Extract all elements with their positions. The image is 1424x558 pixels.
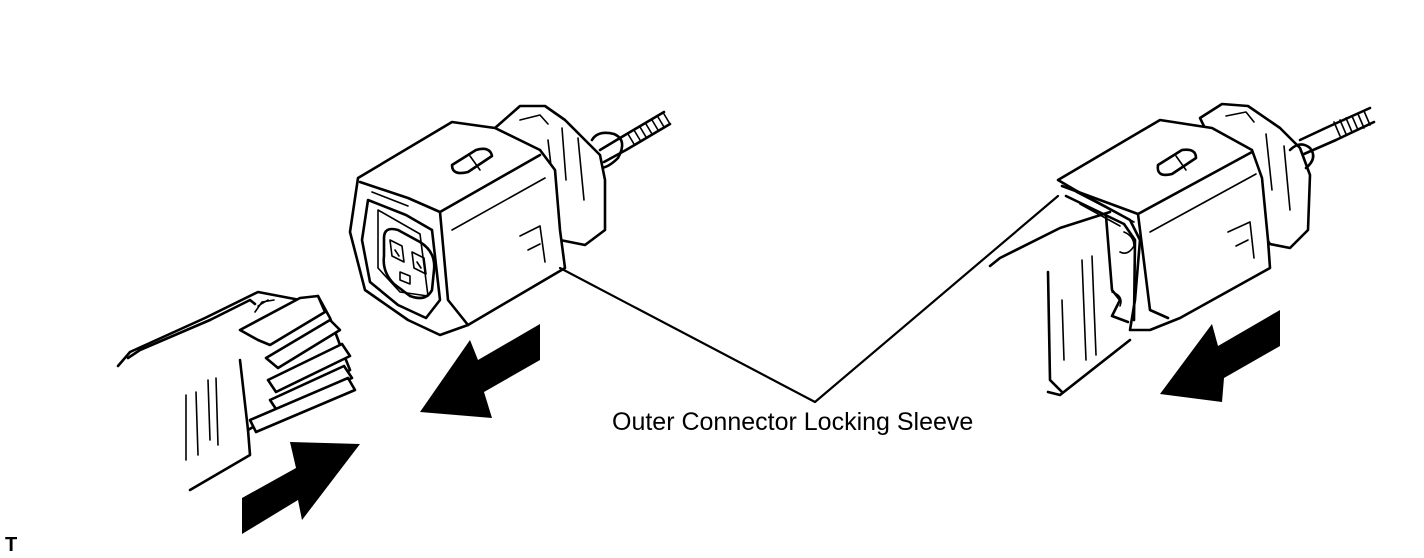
- arrow-left-right: [1160, 310, 1280, 402]
- female-connector-left: [348, 104, 672, 337]
- callout-leader-line: [558, 194, 1060, 404]
- arrow-left-center: [420, 324, 540, 418]
- male-connector-left: [116, 290, 357, 492]
- callout-label: Outer Connector Locking Sleeve: [612, 408, 974, 436]
- assembled-connector-right: [988, 102, 1376, 397]
- arrow-right-bottom: [242, 442, 360, 534]
- corner-mark: T: [5, 534, 18, 556]
